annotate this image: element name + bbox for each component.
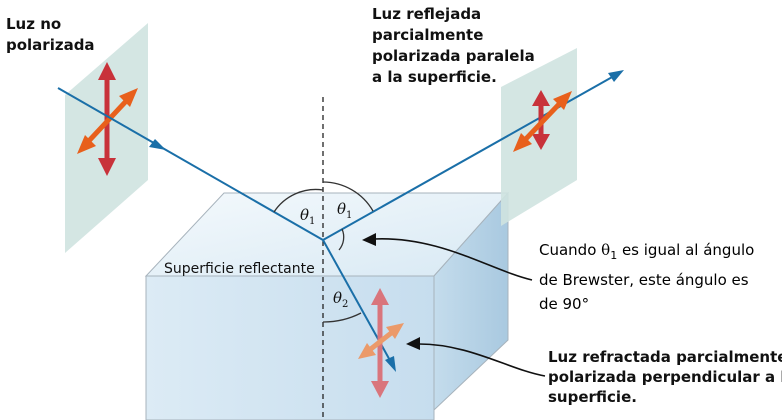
incident-angle-arc	[273, 188, 324, 213]
reflected-orange-arrow	[513, 91, 572, 152]
incident-ray	[57, 87, 324, 241]
reflecting-block	[144, 191, 510, 420]
refracted-angle-arc	[322, 312, 362, 323]
brewster-callout-pointer	[362, 233, 533, 281]
incident-angle-label: θ1	[300, 206, 315, 227]
brewster-note-label: Cuando θ1 es igual al ángulo de Brewster…	[539, 241, 755, 313]
reflected-angle-arc	[322, 181, 374, 212]
block-front-face	[145, 275, 435, 420]
refracted-callout-pointer	[406, 337, 546, 377]
refracted-light-label: Luz refractada parcialmente polarizada p…	[548, 348, 782, 406]
unpolarized-light-label: Luz no polarizada	[6, 15, 95, 54]
unpolarized-orange-arrow	[77, 88, 138, 154]
surface-label: Superficie reflectante	[164, 261, 315, 277]
block-side-face	[433, 191, 509, 412]
reflected-light-label: Luz reflejada parcialmente polarizada pa…	[372, 5, 535, 86]
refracted-angle-label: θ2	[333, 289, 348, 310]
polarizer-plane-left	[65, 23, 148, 253]
brewster-angle-arc	[338, 228, 345, 251]
refracted-orange-arrow	[358, 323, 404, 359]
reflected-angle-label: θ1	[337, 200, 352, 221]
